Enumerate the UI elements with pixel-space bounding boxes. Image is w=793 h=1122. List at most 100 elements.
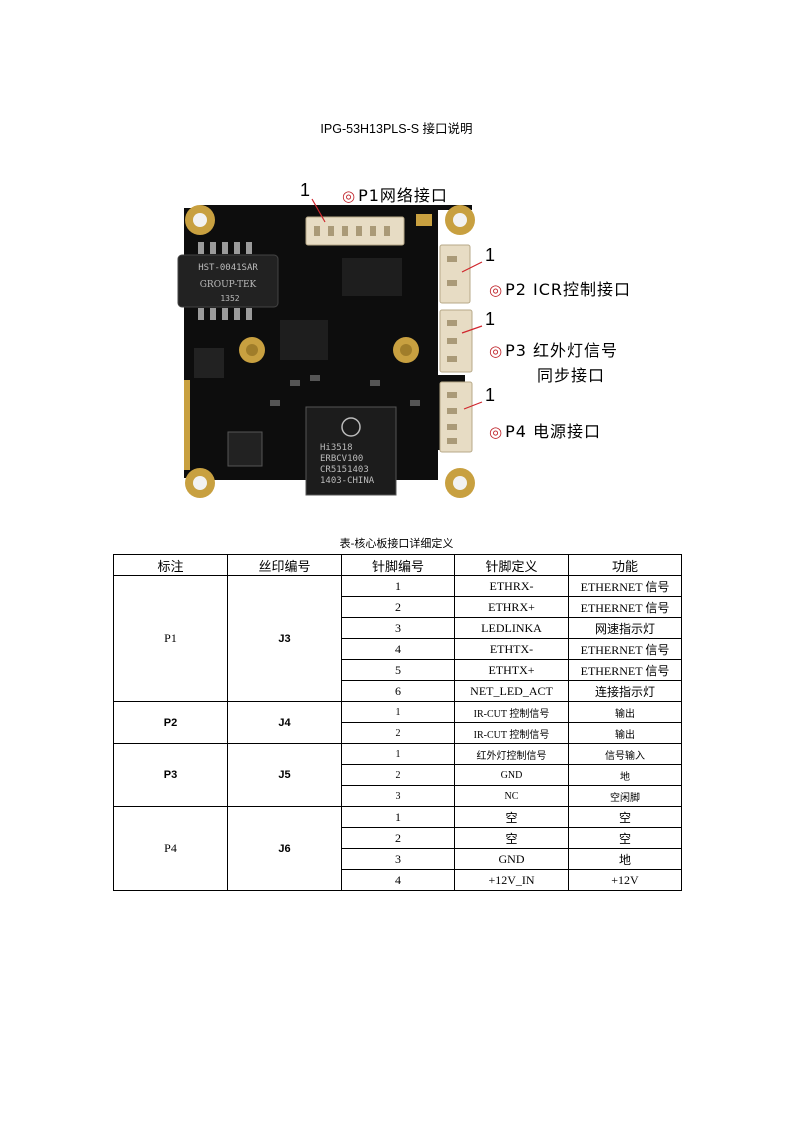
soc-label-4: 1403-CHINA (320, 476, 375, 486)
pin-definition: 空 (454, 827, 569, 849)
pin-number: 2 (341, 827, 455, 849)
pin-definition: LEDLINKA (454, 617, 569, 639)
callout-p1-text: P1网络接口 (358, 186, 448, 205)
callout-p3-line2: 同步接口 (537, 366, 606, 385)
table-row: 3 NC 空闲脚 (114, 785, 682, 807)
pin-function: 地 (568, 848, 682, 870)
group-silk: J5 (227, 743, 342, 807)
pin-function: 空闲脚 (568, 785, 682, 807)
pin-function: 地 (568, 764, 682, 786)
pin-definition: ETHRX- (454, 575, 569, 597)
pin-number: 2 (341, 596, 455, 618)
mounting-holes (185, 205, 475, 498)
pin-function: 信号输入 (568, 743, 682, 765)
pin-definition: NC (454, 785, 569, 807)
table-row: 3 LEDLINKA 网速指示灯 (114, 617, 682, 639)
header-silk: 丝印编号 (227, 554, 342, 576)
header-label: 标注 (113, 554, 228, 576)
table-row: P4 J6 1 空 空 (113, 806, 682, 891)
pin-function: 空 (568, 827, 682, 849)
target-icon: ◎ (489, 423, 504, 441)
table-caption: 表-核心板接口详细定义 (339, 537, 454, 550)
group-label: P4 (113, 806, 228, 891)
pin-number: 3 (341, 617, 455, 639)
date-label: 1352 (220, 294, 239, 303)
pin-number: 4 (341, 869, 455, 891)
pin-number: 1 (341, 806, 455, 828)
group-silk: J4 (227, 701, 342, 744)
pin-number: 4 (341, 638, 455, 660)
header-function: 功能 (568, 554, 682, 576)
callout-p4: ◎P4 电源接口 (489, 418, 601, 442)
table-header-row: 标注 丝印编号 针脚编号 针脚定义 功能 (113, 554, 682, 576)
pin-definition: IR-CUT 控制信号 (454, 701, 569, 723)
pin-definition: GND (454, 848, 569, 870)
p4-connector (439, 381, 473, 453)
group-label: P3 (113, 743, 228, 807)
pin-number: 3 (341, 848, 455, 870)
table-row: 4 ETHTX- ETHERNET 信号 (114, 638, 682, 660)
pin-definition: 红外灯控制信号 (454, 743, 569, 765)
table-row: P1 J3 1 ETHRX- ETHERNET 信号 (113, 575, 682, 702)
table-row: 6 NET_LED_ACT 连接指示灯 (114, 680, 682, 702)
pin-function: +12V (568, 869, 682, 891)
pin-function: 连接指示灯 (568, 680, 682, 702)
pin-definition: ETHRX+ (454, 596, 569, 618)
table-row: 2 IR-CUT 控制信号 输出 (114, 722, 682, 744)
pin-function: ETHERNET 信号 (568, 659, 682, 681)
soc-label-2: ERBCV100 (320, 454, 363, 464)
header-pin: 针脚编号 (341, 554, 455, 576)
soc-label-3: CR5151403 (320, 465, 369, 475)
pin-definition: IR-CUT 控制信号 (454, 722, 569, 744)
pin1-marker-p1: 1 (300, 180, 311, 200)
pin-number: 2 (341, 722, 455, 744)
pin-definition: NET_LED_ACT (454, 680, 569, 702)
pin-function: ETHERNET 信号 (568, 638, 682, 660)
callout-p3: ◎P3 红外灯信号 (489, 337, 618, 361)
soc-label-1: Hi3518 (320, 443, 353, 453)
table-row: 2 GND 地 (114, 764, 682, 786)
pin-function: 空 (568, 806, 682, 828)
table-row: P2 J4 1 IR-CUT 控制信号 输出 (113, 701, 682, 744)
document-title: IPG-53H13PLS-S 接口说明 (320, 122, 473, 136)
board-photo: HST-0041SAR GROUP-TEK 1352 Hi3518 ERBCV1… (177, 205, 475, 498)
group-label: P1 (113, 575, 228, 702)
callout-p1: ◎P1网络接口 (342, 182, 448, 206)
pin1-marker-p3: 1 (485, 309, 496, 329)
pin1-marker-p4: 1 (485, 385, 496, 405)
table-row: 2 空 空 (114, 827, 682, 849)
interface-table: 标注 丝印编号 针脚编号 针脚定义 功能 P1 J3 1 ETHRX- ETHE… (113, 554, 682, 891)
pin-function: 输出 (568, 722, 682, 744)
pin-number: 5 (341, 659, 455, 681)
table-row: 5 ETHTX+ ETHERNET 信号 (114, 659, 682, 681)
pin-number: 2 (341, 764, 455, 786)
soc-chip (305, 406, 397, 496)
callout-p3-text-1: P3 红外灯信号 (505, 341, 619, 360)
pin-definition: ETHTX- (454, 638, 569, 660)
target-icon: ◎ (489, 281, 504, 299)
pin-number: 1 (341, 701, 455, 723)
pin-number: 1 (341, 575, 455, 597)
callout-p2: ◎P2 ICR控制接口 (489, 276, 631, 300)
table-row: 3 GND 地 (114, 848, 682, 870)
pin-definition: +12V_IN (454, 869, 569, 891)
p1-connector (305, 216, 405, 246)
callout-p2-text: P2 ICR控制接口 (505, 280, 632, 299)
pin-number: 6 (341, 680, 455, 702)
brand-label: GROUP-TEK (200, 280, 257, 290)
pin-function: ETHERNET 信号 (568, 575, 682, 597)
group-silk: J3 (227, 575, 342, 702)
table-row: P3 J5 1 红外灯控制信号 信号输入 (113, 743, 682, 807)
target-icon: ◎ (489, 342, 504, 360)
pin-function: 输出 (568, 701, 682, 723)
pin-function: 网速指示灯 (568, 617, 682, 639)
group-silk: J6 (227, 806, 342, 891)
pin-definition: 空 (454, 806, 569, 828)
group-label: P2 (113, 701, 228, 744)
pin1-marker-p2: 1 (485, 245, 496, 265)
pin-definition: ETHTX+ (454, 659, 569, 681)
header-definition: 针脚定义 (454, 554, 569, 576)
transformer-label: HST-0041SAR (198, 263, 258, 273)
target-icon: ◎ (342, 187, 357, 205)
